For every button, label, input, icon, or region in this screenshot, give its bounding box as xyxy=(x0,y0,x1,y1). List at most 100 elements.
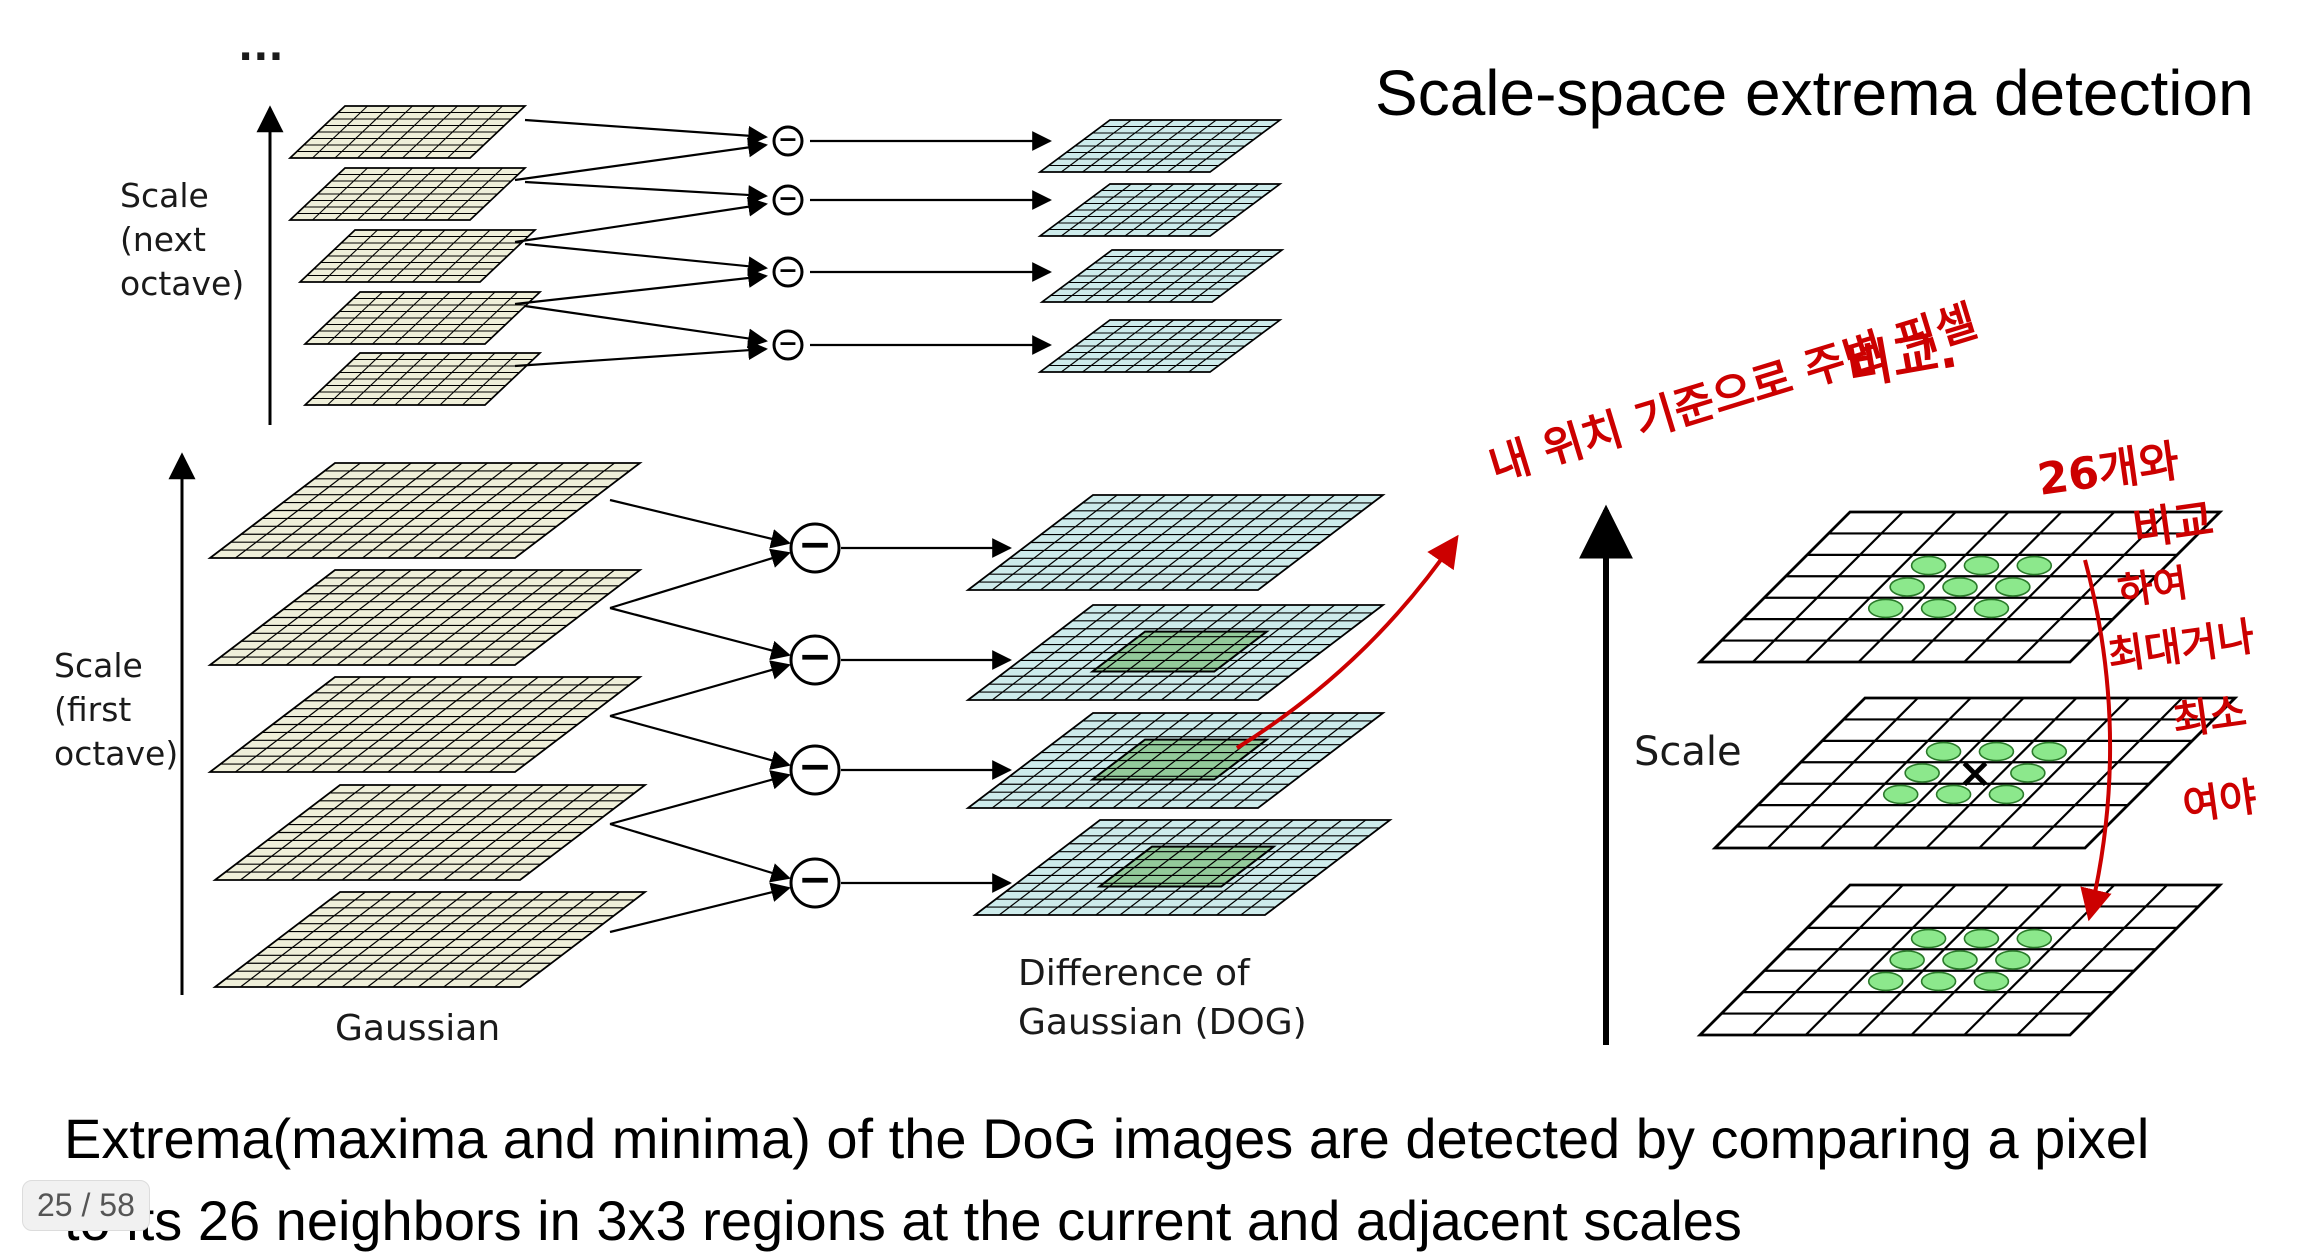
neighbor-pixel xyxy=(2016,928,2053,949)
neighbor-pixel xyxy=(1978,741,2015,762)
gaussian-next-octave-2 xyxy=(287,167,528,221)
neighbor-pixel xyxy=(1973,971,2010,992)
neighbor-pixel xyxy=(1925,741,1962,762)
scale-first-octave-label: Scale (first octave) xyxy=(54,646,178,773)
neighbor-pixel xyxy=(1942,577,1978,597)
minus-operator-first-1: − xyxy=(789,520,841,574)
minus-operator-next-4: − xyxy=(772,329,804,361)
neighbor-pixel xyxy=(1935,784,1972,805)
arrow-gauss-first-4a xyxy=(609,822,791,883)
annotation-right-5: 여야 xyxy=(2180,774,2259,830)
layer-arrows xyxy=(514,118,1052,934)
svg-text:octave): octave) xyxy=(120,264,244,303)
gaussian-next-octave-1 xyxy=(287,105,528,159)
neighbor-pixel xyxy=(2010,763,2046,783)
arrow-gauss-next-3a xyxy=(524,242,768,277)
arrow-gauss-next-1b xyxy=(514,137,768,182)
minus-operator-first-4: − xyxy=(789,855,841,909)
annotation-arrow-down xyxy=(2080,559,2112,922)
neighbor-pixel xyxy=(1910,928,1947,949)
dog-first-octave-4 xyxy=(972,819,1393,916)
gaussian-next-octave-4 xyxy=(302,291,543,345)
arrow-gauss-next-2b xyxy=(514,196,768,244)
minus-operator-first-3: − xyxy=(789,742,841,796)
arrow-gauss-first-2a xyxy=(609,606,791,661)
arrow-gauss-first-3a xyxy=(609,714,791,770)
neighbor-grid-1 xyxy=(1696,510,2224,664)
annotation-right-0: 26개와 xyxy=(2034,436,2182,506)
annotation-note-line1: 내 위치 기준으로 주변 픽셀 xyxy=(1483,296,1982,493)
annotation-right-2: 하여 xyxy=(2115,561,2190,614)
neighbor-pixel xyxy=(1963,555,2000,576)
gaussian-next-octave-3 xyxy=(297,229,538,283)
layer-minus-operators: − − − − − − − − xyxy=(772,125,841,909)
neighbor-pixel xyxy=(1920,971,1957,992)
arrow-gauss-next-4a xyxy=(524,304,768,349)
svg-text:−: − xyxy=(778,184,798,212)
dog-next-octave-1 xyxy=(1037,119,1283,173)
neighbor-pixel xyxy=(1988,784,2025,805)
neighbor-pixel xyxy=(1889,577,1925,597)
neighbor-pixel xyxy=(2016,555,2053,576)
gaussian-first-octave-4 xyxy=(212,784,648,881)
layer-grids xyxy=(207,105,1393,988)
scale-next-octave-label: Scale (next octave) xyxy=(120,176,244,303)
dog-first-octave-2 xyxy=(965,604,1386,701)
arrow-gauss-first-3b xyxy=(609,770,791,826)
slide-title: Scale-space extrema detection xyxy=(1375,57,2254,129)
arrow-gauss-next-2a xyxy=(524,180,768,205)
neighbor-grid-3 xyxy=(1696,883,2224,1037)
svg-text:(first: (first xyxy=(54,690,131,729)
svg-text:−: − xyxy=(798,632,832,680)
ellipsis-mark: ... xyxy=(238,24,284,70)
annotation-arrow-curve xyxy=(1235,534,1459,750)
page-indicator[interactable]: 25 / 58 xyxy=(22,1180,150,1231)
dog-next-octave-3 xyxy=(1039,249,1285,303)
neighbor-grid-2: × xyxy=(1711,696,2239,850)
svg-text:−: − xyxy=(798,855,832,903)
gaussian-first-octave-1 xyxy=(207,462,643,559)
arrow-gauss-first-2b xyxy=(609,660,791,718)
minus-operator-first-2: − xyxy=(789,632,841,686)
neighbor-pixel xyxy=(1942,950,1978,970)
annotation-right-1: 비교 xyxy=(2129,494,2216,556)
neighbor-pixel xyxy=(1904,763,1940,783)
dog-first-octave-1 xyxy=(965,494,1386,591)
neighbor-pixel xyxy=(1867,971,1904,992)
neighbor-pixel xyxy=(1995,950,2031,970)
dog-first-octave-3 xyxy=(965,712,1386,809)
svg-text:octave): octave) xyxy=(54,734,178,773)
dog-label-line2: Gaussian (DOG) xyxy=(1018,1002,1307,1043)
minus-operator-next-1: − xyxy=(772,125,804,157)
svg-text:−: − xyxy=(798,520,832,568)
gaussian-next-octave-5 xyxy=(302,352,543,406)
dog-next-octave-2 xyxy=(1037,183,1283,237)
annotation-right-4: 최소 xyxy=(2170,689,2249,745)
gaussian-first-octave-2 xyxy=(207,569,643,666)
dog-label-line1: Difference of xyxy=(1018,953,1251,994)
neighbor-pixel xyxy=(1882,784,1919,805)
neighbor-pixel xyxy=(1920,598,1957,619)
gaussian-first-octave-5 xyxy=(212,891,648,988)
arrow-gauss-next-3b xyxy=(514,268,768,306)
arrow-gauss-first-4b xyxy=(609,882,791,934)
arrow-gauss-first-1b xyxy=(609,548,791,610)
neighbor-pixel xyxy=(1889,950,1925,970)
scale-label-right: Scale xyxy=(1634,729,1742,775)
dog-next-octave-4 xyxy=(1037,319,1283,373)
arrow-gauss-next-1a xyxy=(524,118,768,146)
svg-text:(next: (next xyxy=(120,220,206,259)
gaussian-label: Gaussian xyxy=(335,1008,500,1049)
neighbor-pixel xyxy=(2031,741,2068,762)
arrow-gauss-next-4b xyxy=(514,340,768,368)
neighbor-pixel xyxy=(1973,598,2010,619)
neighbor-pixel xyxy=(1995,577,2031,597)
gaussian-first-octave-3 xyxy=(207,676,643,773)
layer-neighbor-grids: × xyxy=(1696,510,2239,1037)
svg-text:−: − xyxy=(778,329,798,357)
svg-text:−: − xyxy=(798,742,832,790)
minus-operator-next-3: − xyxy=(772,256,804,288)
neighbor-pixel xyxy=(1867,598,1904,619)
svg-text:Scale: Scale xyxy=(54,646,143,685)
